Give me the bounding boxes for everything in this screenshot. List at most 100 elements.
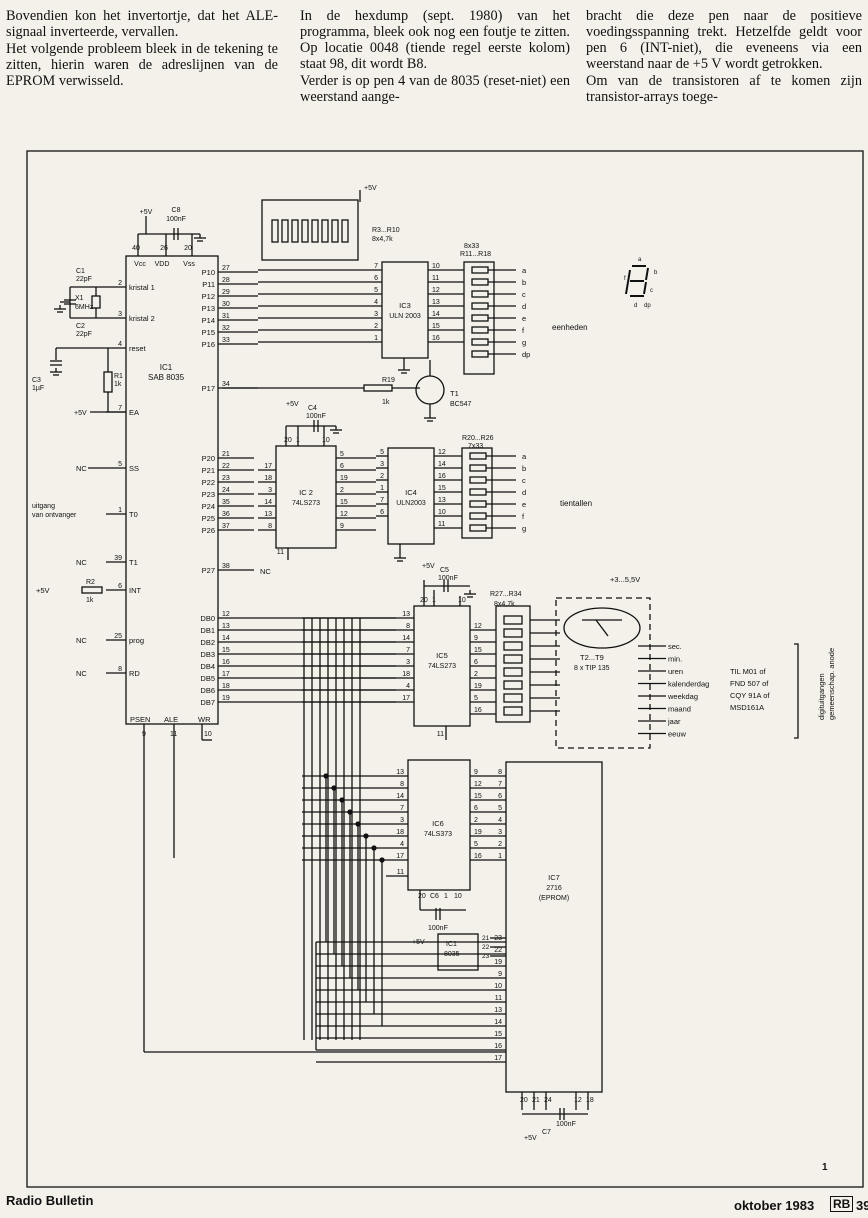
schematic-label: 11 (495, 995, 502, 1002)
schematic-label: 17 (264, 463, 272, 470)
schematic-label: uitgang (32, 503, 55, 510)
resistor (471, 290, 489, 298)
schematic-label: NC (76, 558, 87, 567)
schematic-label: 7 (406, 647, 410, 654)
schematic-label: IC1 (446, 941, 457, 948)
schematic-label: 7 (374, 263, 378, 270)
schematic-label: 27 (222, 265, 230, 272)
segment (627, 269, 631, 283)
schematic-label: c (522, 476, 526, 485)
schematic-label: 100nF (306, 413, 326, 420)
schematic-label: IC4 (405, 488, 417, 497)
schematic-label: 6 (474, 659, 478, 666)
schematic-label: 20 (184, 245, 192, 252)
resistor (471, 326, 489, 334)
schematic-label: 2 (118, 280, 122, 287)
schematic-label: 20 (520, 1097, 528, 1104)
schematic-label: 12 (574, 1097, 582, 1104)
schematic-label: R11...R18 (460, 251, 491, 258)
schematic-label: 3 (380, 461, 384, 468)
schematic-label: 1 (498, 853, 502, 860)
schematic-label: 12 (340, 511, 348, 518)
schematic-label: 15 (432, 323, 440, 330)
schematic-label: ULN 2003 (389, 313, 421, 320)
schematic-label: T1 (450, 389, 459, 398)
schematic-label: 23 (222, 475, 230, 482)
schematic-label: DB5 (200, 674, 215, 683)
schematic-label: DB6 (200, 686, 215, 695)
schematic-label: 100nF (556, 1121, 576, 1128)
schematic-label: 5 (118, 461, 122, 468)
schematic-label: P16 (202, 340, 215, 349)
schematic-label: 7 (400, 805, 404, 812)
schematic-label: +5V (422, 563, 435, 570)
schematic-label: +5V (74, 410, 87, 417)
schematic-label: 1 (374, 335, 378, 342)
article-column-1: Bovendien kon het invertortje, dat het A… (6, 8, 278, 90)
schematic-label: 100nF (166, 216, 186, 223)
schematic-label: 14 (264, 499, 272, 506)
schematic-label: 8x33 (464, 243, 479, 250)
schematic-label: 22 (482, 944, 490, 951)
wire (794, 643, 799, 739)
schematic-label: NC (76, 669, 87, 678)
paragraph: In de hexdump (sept. 1980) van het progr… (300, 8, 570, 72)
schematic-label: 10 (458, 597, 466, 604)
schematic-label: P11 (202, 280, 215, 289)
transistor-t1 (415, 375, 445, 405)
schematic-label: 18 (396, 829, 404, 836)
schematic-label: P25 (202, 514, 215, 523)
schematic-label: R20...R26 (462, 435, 494, 442)
schematic-label: DB3 (200, 650, 215, 659)
transistor-t2-outline (563, 607, 641, 649)
schematic-label: ULN2003 (396, 500, 426, 507)
schematic-label: 15 (222, 647, 230, 654)
ic7-body (505, 761, 603, 1093)
resistor (503, 654, 523, 664)
schematic-label: 13 (264, 511, 272, 518)
schematic-label: 2 (380, 473, 384, 480)
schematic-label: WR (198, 715, 211, 724)
schematic-label: 20 (418, 893, 426, 900)
schematic-label: 16 (474, 707, 482, 714)
junction-dot (347, 809, 353, 815)
schematic-label: R27...R34 (490, 591, 522, 598)
resistor-r2 (81, 586, 103, 594)
schematic-label: 12 (222, 611, 230, 618)
schematic-label: f (624, 276, 626, 282)
schematic-label: 9 (142, 731, 146, 738)
schematic-label: 40 (132, 245, 140, 252)
schematic-label: 8x4,7k (494, 601, 515, 608)
schematic-label: maand (668, 705, 691, 714)
schematic-label: 26 (160, 245, 168, 252)
schematic-label: 37 (222, 523, 230, 530)
schematic-label: 15 (340, 499, 348, 506)
schematic-label: P13 (202, 304, 215, 313)
schematic-label: 3 (406, 659, 410, 666)
resistor (311, 219, 319, 243)
schematic-label: 6 (474, 805, 478, 812)
schematic-label: DB2 (200, 638, 215, 647)
schematic-label: 21 (482, 935, 490, 942)
schematic-label: IC7 (548, 873, 560, 882)
schematic-label: 4 (498, 817, 502, 824)
schematic-label: TIL M01 of (730, 667, 766, 676)
schematic-label: +5V (36, 586, 50, 595)
schematic-label: 8 x TIP 135 (574, 665, 610, 672)
page-number: 39 (856, 1198, 868, 1213)
schematic-label: 21 (532, 1097, 540, 1104)
schematic-label: ALE (164, 715, 178, 724)
schematic-label: 20 (284, 437, 292, 444)
schematic-label: 1k (382, 399, 390, 406)
paragraph: Het volgende probleem bleek in de tekeni… (6, 41, 278, 89)
resistor (471, 278, 489, 286)
resistor (469, 452, 487, 460)
ic1-body (125, 255, 219, 725)
schematic-label: 2 (474, 671, 478, 678)
schematic-label: +5V (524, 1135, 537, 1142)
schematic-label: C6 (430, 893, 439, 900)
schematic-label: 16 (438, 473, 446, 480)
schematic-label: 18 (264, 475, 272, 482)
article-column-2: In de hexdump (sept. 1980) van het progr… (300, 8, 570, 106)
